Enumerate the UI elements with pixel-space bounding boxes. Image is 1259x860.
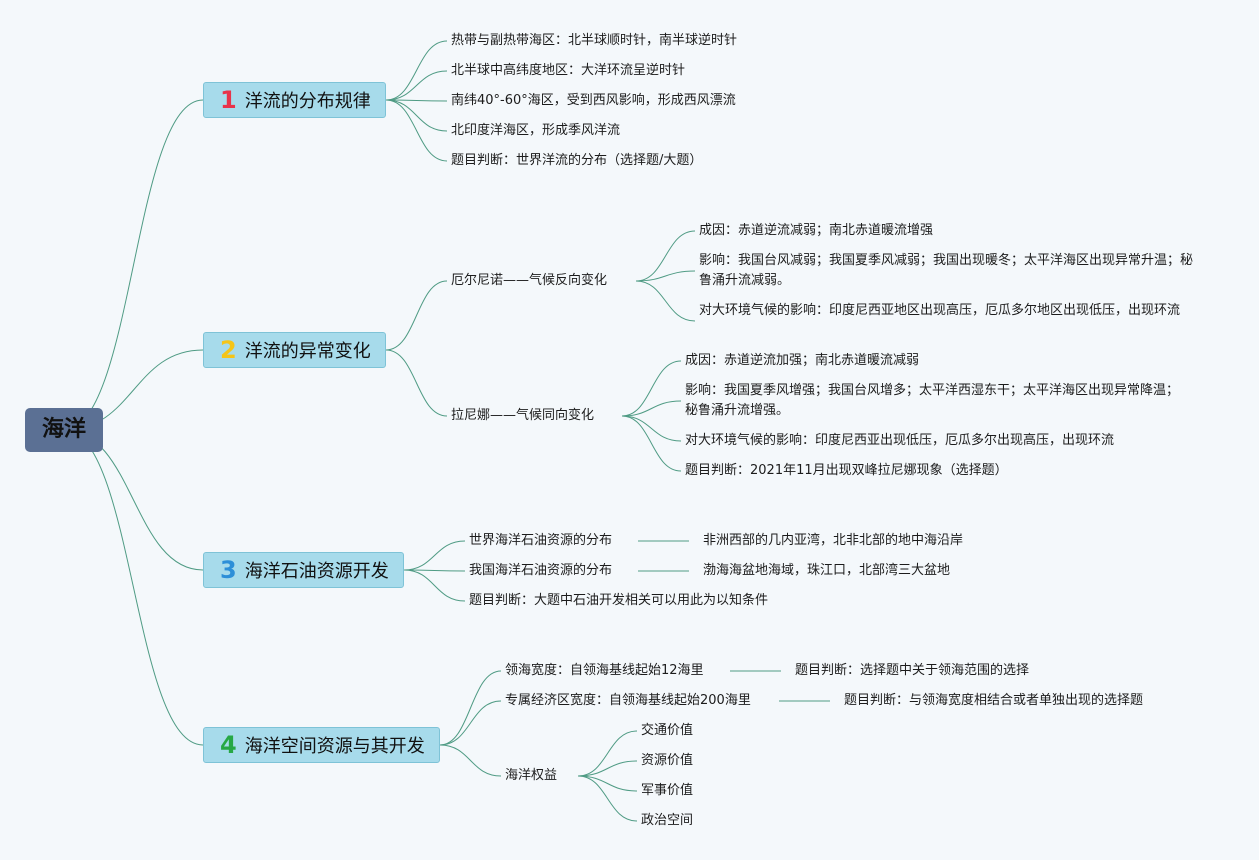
china-oil-detail[interactable]: 渤海海盆地海域，珠江口，北部湾三大盆地 [703, 563, 951, 578]
connector-curve [385, 349, 448, 417]
eez-label[interactable]: 专属经济区宽度：自领海基线起始200海里 [505, 693, 751, 708]
connector-curve [577, 775, 638, 792]
number-1-icon: 1 [220, 86, 237, 114]
root-node[interactable]: 海洋 [25, 408, 103, 452]
connector-curve [635, 280, 696, 322]
connector-curve [403, 569, 466, 572]
lanina-label[interactable]: 拉尼娜——气候同向变化 [451, 408, 595, 423]
connector-curve [385, 280, 448, 351]
connector-curve [621, 360, 682, 417]
connector-curve [577, 730, 638, 777]
oil-judge[interactable]: 题目判断：大题中石油开发相关可以用此为以知条件 [469, 593, 769, 608]
territorial-sea-judge[interactable]: 题目判断：选择题中关于领海范围的选择 [795, 663, 1030, 678]
root-connector [63, 99, 204, 431]
value-transport[interactable]: 交通价值 [641, 723, 694, 738]
connector-curve [385, 40, 448, 101]
connector-curve [439, 670, 502, 746]
branch-2-node[interactable]: 2 洋流的异常变化 [203, 332, 386, 368]
connector-curve [621, 415, 682, 442]
connector-curve [385, 99, 448, 162]
china-oil-label[interactable]: 我国海洋石油资源的分布 [469, 563, 613, 578]
connector-curve [621, 400, 682, 417]
branch-3-node[interactable]: 3 海洋石油资源开发 [203, 552, 404, 588]
connector-curve [385, 70, 448, 101]
lanina-item-2[interactable]: 影响：我国夏季风增强；我国台风增多；太平洋西湿东干；太平洋海区出现异常降温；秘鲁… [685, 383, 1180, 418]
branch-3-title: 海洋石油资源开发 [244, 561, 389, 582]
connector-curve [439, 744, 502, 777]
elnino-item-3[interactable]: 对大环境气候的影响：印度尼西亚地区出现高压，厄瓜多尔地区出现低压，出现环流 [699, 303, 1181, 318]
number-2-icon: 2 [220, 336, 237, 364]
territorial-sea-label[interactable]: 领海宽度：自领海基线起始12海里 [505, 663, 704, 678]
connector-curve [577, 775, 638, 822]
eez-judge[interactable]: 题目判断：与领海宽度相结合或者单独出现的选择题 [844, 693, 1144, 708]
root-connector [63, 429, 204, 746]
connector-curve [577, 760, 638, 777]
branch-4-title: 海洋空间资源与其开发 [244, 736, 425, 757]
connector-curve [439, 700, 502, 746]
b1-item-3[interactable]: 南纬40°-60°海区，受到西风影响，形成西风漂流 [451, 93, 736, 108]
branch-1-title: 洋流的分布规律 [244, 91, 371, 112]
connector-curve [403, 540, 466, 571]
lanina-item-4[interactable]: 题目判断：2021年11月出现双峰拉尼娜现象（选择题） [685, 463, 1008, 478]
number-4-icon: 4 [220, 731, 237, 759]
branch-2-title: 洋流的异常变化 [244, 341, 371, 362]
number-3-icon: 3 [220, 556, 237, 584]
ocean-rights-label[interactable]: 海洋权益 [505, 768, 558, 783]
value-military[interactable]: 军事价值 [641, 783, 694, 798]
connector-curve [403, 569, 466, 602]
world-oil-label[interactable]: 世界海洋石油资源的分布 [469, 533, 613, 548]
lanina-item-3[interactable]: 对大环境气候的影响：印度尼西亚出现低压，厄瓜多尔出现高压，出现环流 [685, 433, 1115, 448]
value-political[interactable]: 政治空间 [641, 813, 694, 828]
b1-item-2[interactable]: 北半球中高纬度地区：大洋环流呈逆时针 [451, 63, 686, 78]
connector-curve [621, 415, 682, 472]
elnino-item-2[interactable]: 影响：我国台风减弱；我国夏季风减弱；我国出现暖冬；太平洋海区出现异常升温；秘鲁涌… [699, 253, 1194, 288]
elnino-item-1[interactable]: 成因：赤道逆流减弱；南北赤道暖流增强 [699, 223, 934, 238]
world-oil-detail[interactable]: 非洲西部的几内亚湾，北非北部的地中海沿岸 [703, 533, 964, 548]
connector-curve [385, 99, 448, 102]
branch-1-node[interactable]: 1 洋流的分布规律 [203, 82, 386, 118]
b1-item-1[interactable]: 热带与副热带海区：北半球顺时针，南半球逆时针 [451, 33, 738, 48]
connector-curve [635, 230, 696, 282]
lanina-item-1[interactable]: 成因：赤道逆流加强；南北赤道暖流减弱 [685, 353, 920, 368]
connector-curve [635, 270, 696, 282]
elnino-label[interactable]: 厄尔尼诺——气候反向变化 [451, 273, 608, 288]
b1-item-4[interactable]: 北印度洋海区，形成季风洋流 [451, 123, 621, 138]
branch-4-node[interactable]: 4 海洋空间资源与其开发 [203, 727, 440, 763]
connector-curve [385, 99, 448, 132]
value-resource[interactable]: 资源价值 [641, 753, 694, 768]
b1-item-5[interactable]: 题目判断：世界洋流的分布（选择题/大题） [451, 153, 703, 168]
